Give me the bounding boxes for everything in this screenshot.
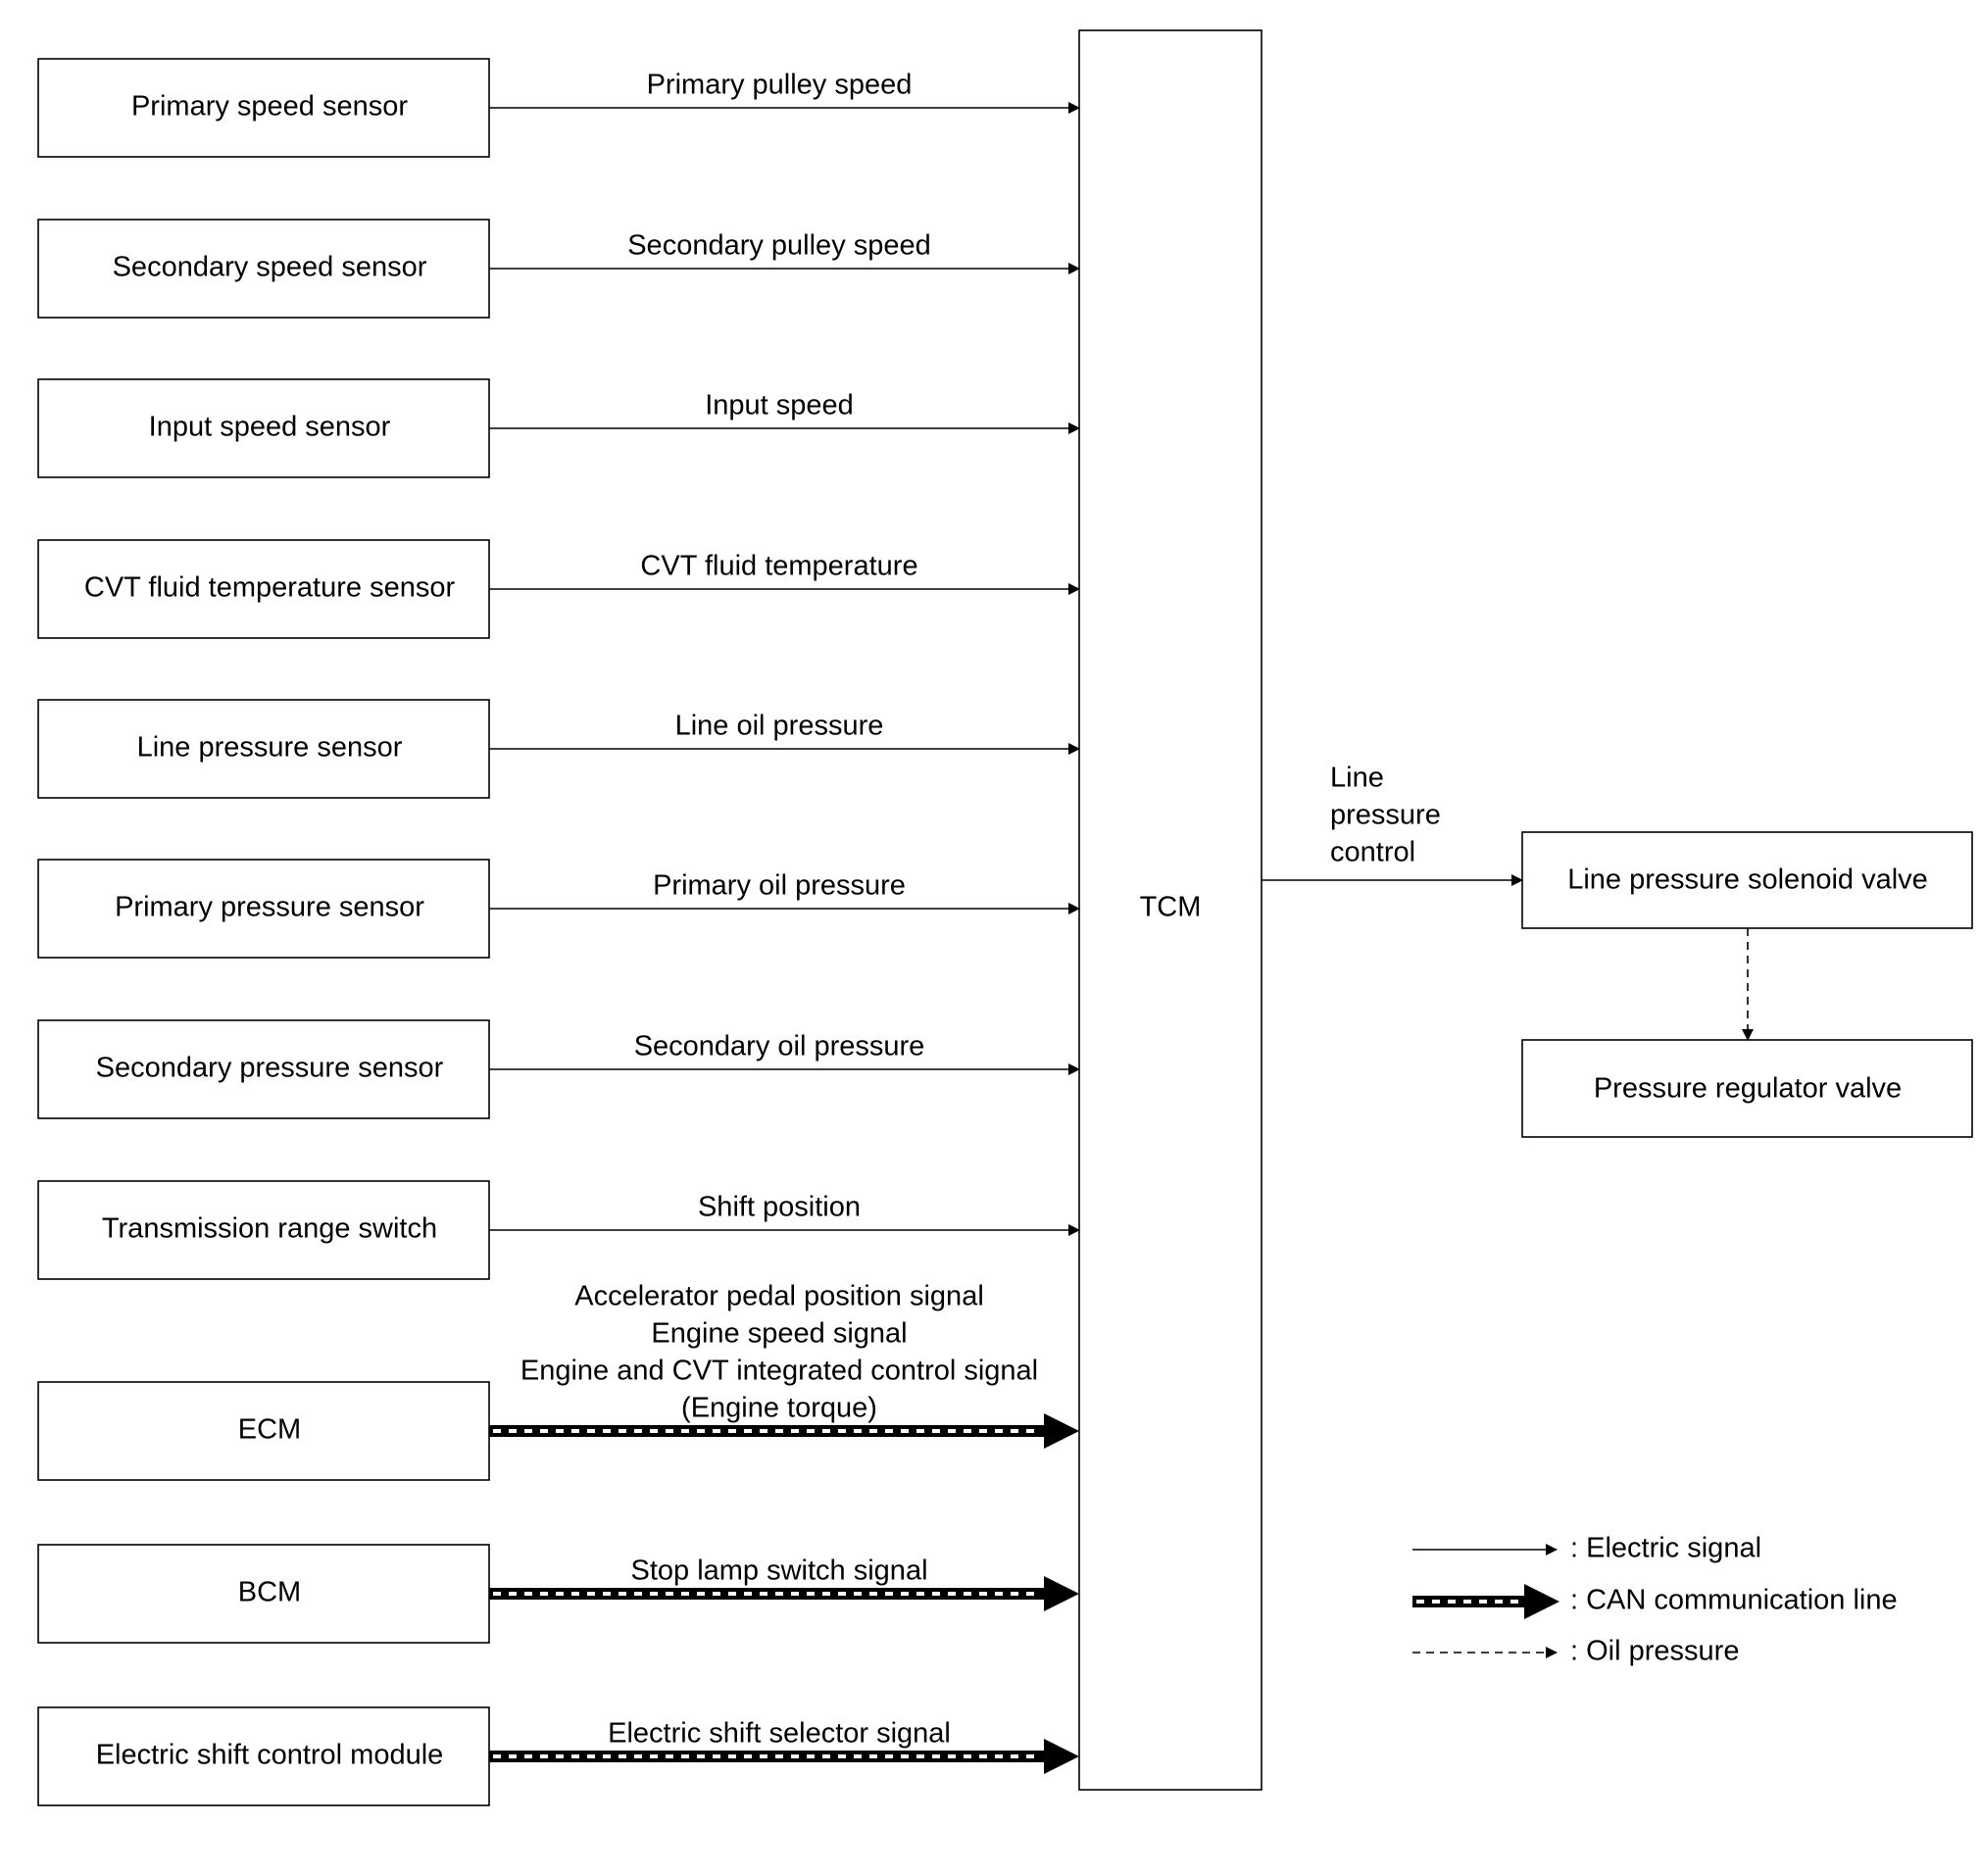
- electric-shift-control-module-block: Electric shift control module Electric sh…: [37, 1706, 1079, 1806]
- pressure-regulator-valve-label: Pressure regulator valve: [1594, 1073, 1902, 1105]
- bcm-signal-text: Stop lamp switch signal: [630, 1555, 927, 1587]
- legend-electric-signal-label: : Electric signal: [1570, 1533, 1761, 1564]
- primary-speed-sensor-block: Primary speed sensor Primary pulley speed: [37, 58, 1080, 158]
- legend: : Electric signal : CAN communication lin…: [1412, 1533, 1898, 1667]
- ecm-signal-text: Accelerator pedal position signal: [574, 1281, 984, 1312]
- primary-pressure-sensor-label: Primary pressure sensor: [115, 892, 424, 923]
- primary-speed-sensor-label: Primary speed sensor: [131, 91, 408, 123]
- cvt-fluid-temperature-sensor-block: CVT fluid temperature sensor CVT fluid te…: [37, 539, 1080, 639]
- bcm-label: BCM: [238, 1577, 301, 1608]
- line-pressure-control-text: Line: [1330, 763, 1384, 794]
- secondary-pressure-sensor-signal-text: Secondary oil pressure: [634, 1031, 925, 1062]
- electric-shift-control-module-can-arrow: [489, 1739, 1079, 1774]
- secondary-speed-sensor-signal-text: Secondary pulley speed: [627, 230, 931, 262]
- input-speed-sensor-box: [37, 378, 490, 478]
- secondary-speed-sensor-block: Secondary speed sensor Secondary pulley s…: [37, 219, 1080, 319]
- legend-can-communication-line-sample: [1412, 1584, 1559, 1619]
- tcm-block: TCM: [1078, 29, 1262, 1791]
- primary-speed-sensor-box: [37, 58, 490, 158]
- legend-can-communication-line-label: : CAN communication line: [1570, 1585, 1898, 1616]
- ecm-can-arrow: [489, 1413, 1079, 1449]
- cvt-fluid-temperature-sensor-signal-text: CVT fluid temperature: [640, 551, 917, 582]
- cvt-fluid-temperature-sensor-box: [37, 539, 490, 639]
- input-speed-sensor-block: Input speed sensor Input speed: [37, 378, 1080, 478]
- line-pressure-sensor-block: Line pressure sensor Line oil pressure: [37, 699, 1080, 799]
- ecm-box: [37, 1381, 490, 1481]
- ecm-block: ECM Accelerator pedal position signalEngi…: [37, 1281, 1079, 1481]
- secondary-speed-sensor-label: Secondary speed sensor: [113, 252, 427, 283]
- primary-speed-sensor-signal-text: Primary pulley speed: [647, 70, 913, 101]
- electric-shift-control-module-signal-text: Electric shift selector signal: [608, 1718, 951, 1750]
- line-pressure-sensor-label: Line pressure sensor: [137, 732, 403, 764]
- secondary-pressure-sensor-block: Secondary pressure sensor Secondary oil p…: [37, 1019, 1080, 1119]
- line-pressure-solenoid-valve-box: [1521, 831, 1973, 929]
- line-pressure-solenoid-valve-label: Line pressure solenoid valve: [1567, 864, 1928, 896]
- bcm-box: [37, 1544, 490, 1644]
- bcm-can-arrow: [489, 1576, 1079, 1611]
- electric-shift-control-module-label: Electric shift control module: [96, 1740, 444, 1771]
- ecm-label: ECM: [238, 1414, 301, 1446]
- secondary-pressure-sensor-label: Secondary pressure sensor: [96, 1053, 444, 1084]
- line-pressure-sensor-signal-text: Line oil pressure: [675, 711, 884, 742]
- tcm-label: TCM: [1140, 892, 1202, 923]
- primary-pressure-sensor-block: Primary pressure sensor Primary oil press…: [37, 859, 1080, 959]
- line-pressure-control-text: control: [1330, 837, 1415, 868]
- transmission-range-switch-box: [37, 1180, 490, 1280]
- line-pressure-sensor-box: [37, 699, 490, 799]
- transmission-range-switch-signal-text: Shift position: [698, 1192, 861, 1223]
- cvt-fluid-temperature-sensor-label: CVT fluid temperature sensor: [84, 572, 456, 604]
- input-speed-sensor-label: Input speed sensor: [149, 412, 391, 443]
- transmission-range-switch-block: Transmission range switch Shift position: [37, 1180, 1080, 1280]
- ecm-signal-text: Engine speed signal: [651, 1318, 907, 1350]
- legend-oil-pressure-label: : Oil pressure: [1570, 1636, 1739, 1667]
- tcm-box: [1078, 29, 1262, 1791]
- primary-pressure-sensor-signal-text: Primary oil pressure: [653, 870, 906, 902]
- input-speed-sensor-signal-text: Input speed: [705, 390, 854, 421]
- ecm-signal-text: (Engine torque): [681, 1393, 877, 1424]
- ecm-signal-text: Engine and CVT integrated control signal: [520, 1356, 1038, 1387]
- bcm-block: BCM Stop lamp switch signal: [37, 1544, 1079, 1644]
- transmission-range-switch-label: Transmission range switch: [102, 1213, 437, 1245]
- pressure-regulator-valve-box: [1521, 1039, 1973, 1138]
- line-pressure-control-text: pressure: [1330, 800, 1441, 831]
- primary-pressure-sensor-box: [37, 859, 490, 959]
- secondary-pressure-sensor-box: [37, 1019, 490, 1119]
- secondary-speed-sensor-box: [37, 219, 490, 319]
